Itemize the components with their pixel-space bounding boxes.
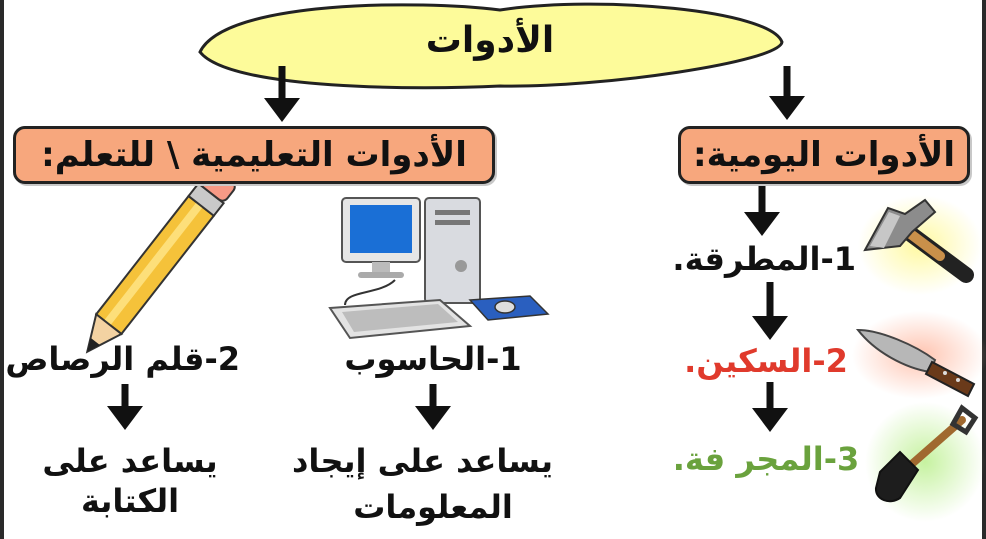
learning-item-computer: 1-الحاسوب bbox=[344, 340, 522, 378]
root-to-left-arrow bbox=[264, 66, 300, 122]
root-cloud bbox=[198, 2, 784, 90]
daily-tools-label: الأدوات اليومية: bbox=[693, 135, 955, 175]
daily-item-2-text: 2-السكين. bbox=[684, 342, 848, 380]
shovel-icon bbox=[865, 402, 985, 522]
learning-item-pencil: 2-قلم الرصاص bbox=[5, 340, 240, 378]
daily-arrow-3 bbox=[752, 382, 788, 432]
pencil-description-line-1: يساعد على bbox=[42, 442, 218, 480]
pencil-description-line-2: الكتابة bbox=[80, 482, 180, 520]
computer-arrow bbox=[415, 384, 451, 430]
daily-arrow-2 bbox=[752, 282, 788, 340]
daily-item-3: 3-المجر فة. bbox=[666, 440, 866, 478]
daily-item-3-text: 3-المجر فة. bbox=[672, 440, 860, 478]
left-border bbox=[0, 0, 4, 539]
root-to-right-arrow bbox=[769, 66, 805, 120]
pencil-arrow bbox=[107, 384, 143, 430]
daily-item-2: 2-السكين. bbox=[676, 342, 856, 380]
daily-arrow-1 bbox=[744, 182, 780, 236]
pencil-icon bbox=[85, 167, 236, 354]
root-label: الأدوات bbox=[425, 20, 555, 61]
right-border bbox=[982, 0, 986, 539]
computer-description-line-2: المعلومات bbox=[353, 488, 513, 526]
learning-tools-label: الأدوات التعليمية \ للتعلم: bbox=[41, 135, 467, 175]
daily-tools-banner: الأدوات اليومية: bbox=[678, 126, 970, 184]
daily-item-1: 1-المطرقة. bbox=[672, 240, 856, 278]
hammer-icon bbox=[858, 195, 982, 295]
computer-description-line-1: يساعد على إيجاد bbox=[292, 442, 553, 480]
learning-tools-banner: الأدوات التعليمية \ للتعلم: bbox=[13, 126, 495, 184]
knife-icon bbox=[852, 311, 986, 399]
computer-icon bbox=[328, 197, 550, 340]
